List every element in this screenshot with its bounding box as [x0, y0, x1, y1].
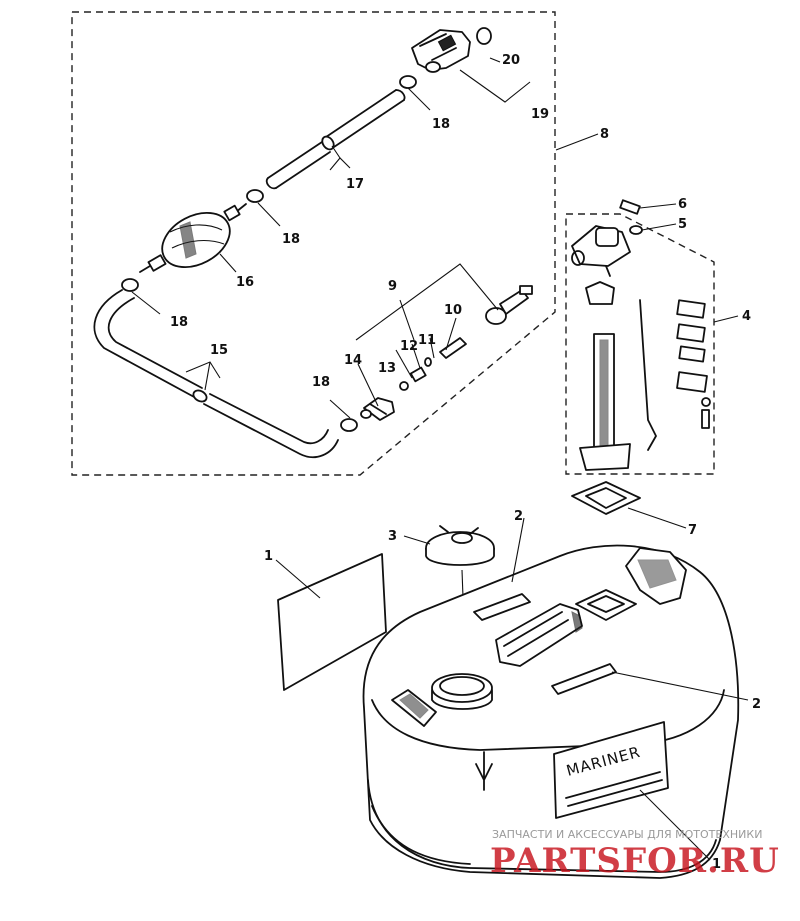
callout-3: 3: [388, 529, 397, 544]
callout-20: 20: [502, 53, 520, 68]
callout-9: 9: [388, 279, 397, 294]
callout-2-right: 2: [752, 697, 761, 712]
tank-connector-part: [411, 27, 492, 73]
pickup-housing-part: [571, 225, 631, 277]
fuel-hose-part: [93, 289, 339, 459]
callout-19: 19: [531, 107, 549, 122]
callout-1-decal: 1: [264, 549, 273, 564]
connector-small-parts: [399, 285, 533, 391]
engine-connector-part: [360, 397, 395, 421]
fuel-cap-part: 3: [388, 525, 495, 681]
hose-clamp-part: [340, 418, 358, 432]
callout-11: 11: [418, 333, 436, 348]
callout-12: 12: [400, 339, 418, 354]
callout-16: 16: [236, 275, 254, 290]
watermark: ЗАПЧАСТИ И АКСЕССУАРЫ ДЛЯ МОТОТЕХНИКИ PA…: [490, 828, 780, 881]
callout-2-top: 2: [514, 509, 523, 524]
primer-bulb-part: [139, 203, 247, 273]
callout-18-left: 18: [170, 315, 188, 330]
callout-15: 15: [210, 343, 228, 358]
callout-8: 8: [600, 127, 609, 142]
pickup-tube-part: [579, 281, 657, 471]
callout-10: 10: [444, 303, 462, 318]
callout-14: 14: [344, 353, 362, 368]
callout-17: 17: [346, 177, 364, 192]
leader-4: [713, 315, 739, 323]
decal-part: 1: [264, 549, 387, 691]
leader-5: [641, 223, 677, 231]
callout-18-mid: 18: [282, 232, 300, 247]
callout-18-bottom: 18: [312, 375, 330, 390]
fuel-pickup-assembly: 6 5 4: [565, 197, 751, 475]
watermark-site: PARTSFOR.RU: [490, 841, 780, 881]
fuel-tank-part: MARINER 2 2 1: [362, 509, 761, 879]
watermark-caption: ЗАПЧАСТИ И АКСЕССУАРЫ ДЛЯ МОТОТЕХНИКИ: [492, 828, 762, 841]
hose-clamp-part: [121, 278, 139, 292]
fuel-line-leader-lines: [131, 57, 599, 419]
screw-and-washer-part: [619, 199, 643, 235]
hose-clamp-part: [246, 189, 264, 203]
callout-18-top: 18: [432, 117, 450, 132]
callout-6: 6: [678, 197, 687, 212]
pickup-dashed-boundary: [565, 213, 715, 475]
fuel-line-dashed-boundary: [71, 11, 556, 476]
primer-hose-part: [265, 89, 406, 190]
callout-7: 7: [688, 523, 697, 538]
callout-13: 13: [378, 361, 396, 376]
pickup-gasket-part: 7: [571, 481, 697, 538]
callout-1-tank: 1: [712, 857, 721, 872]
fuel-line-assembly: 20 19 18 17 18 16 18 15 18 14 13 12 11 1…: [71, 11, 609, 476]
callout-4: 4: [742, 309, 751, 324]
callout-5: 5: [678, 217, 687, 232]
gasket-stack-part: [676, 299, 711, 429]
leader-6: [639, 203, 677, 209]
hose-clamp-part: [399, 75, 417, 89]
